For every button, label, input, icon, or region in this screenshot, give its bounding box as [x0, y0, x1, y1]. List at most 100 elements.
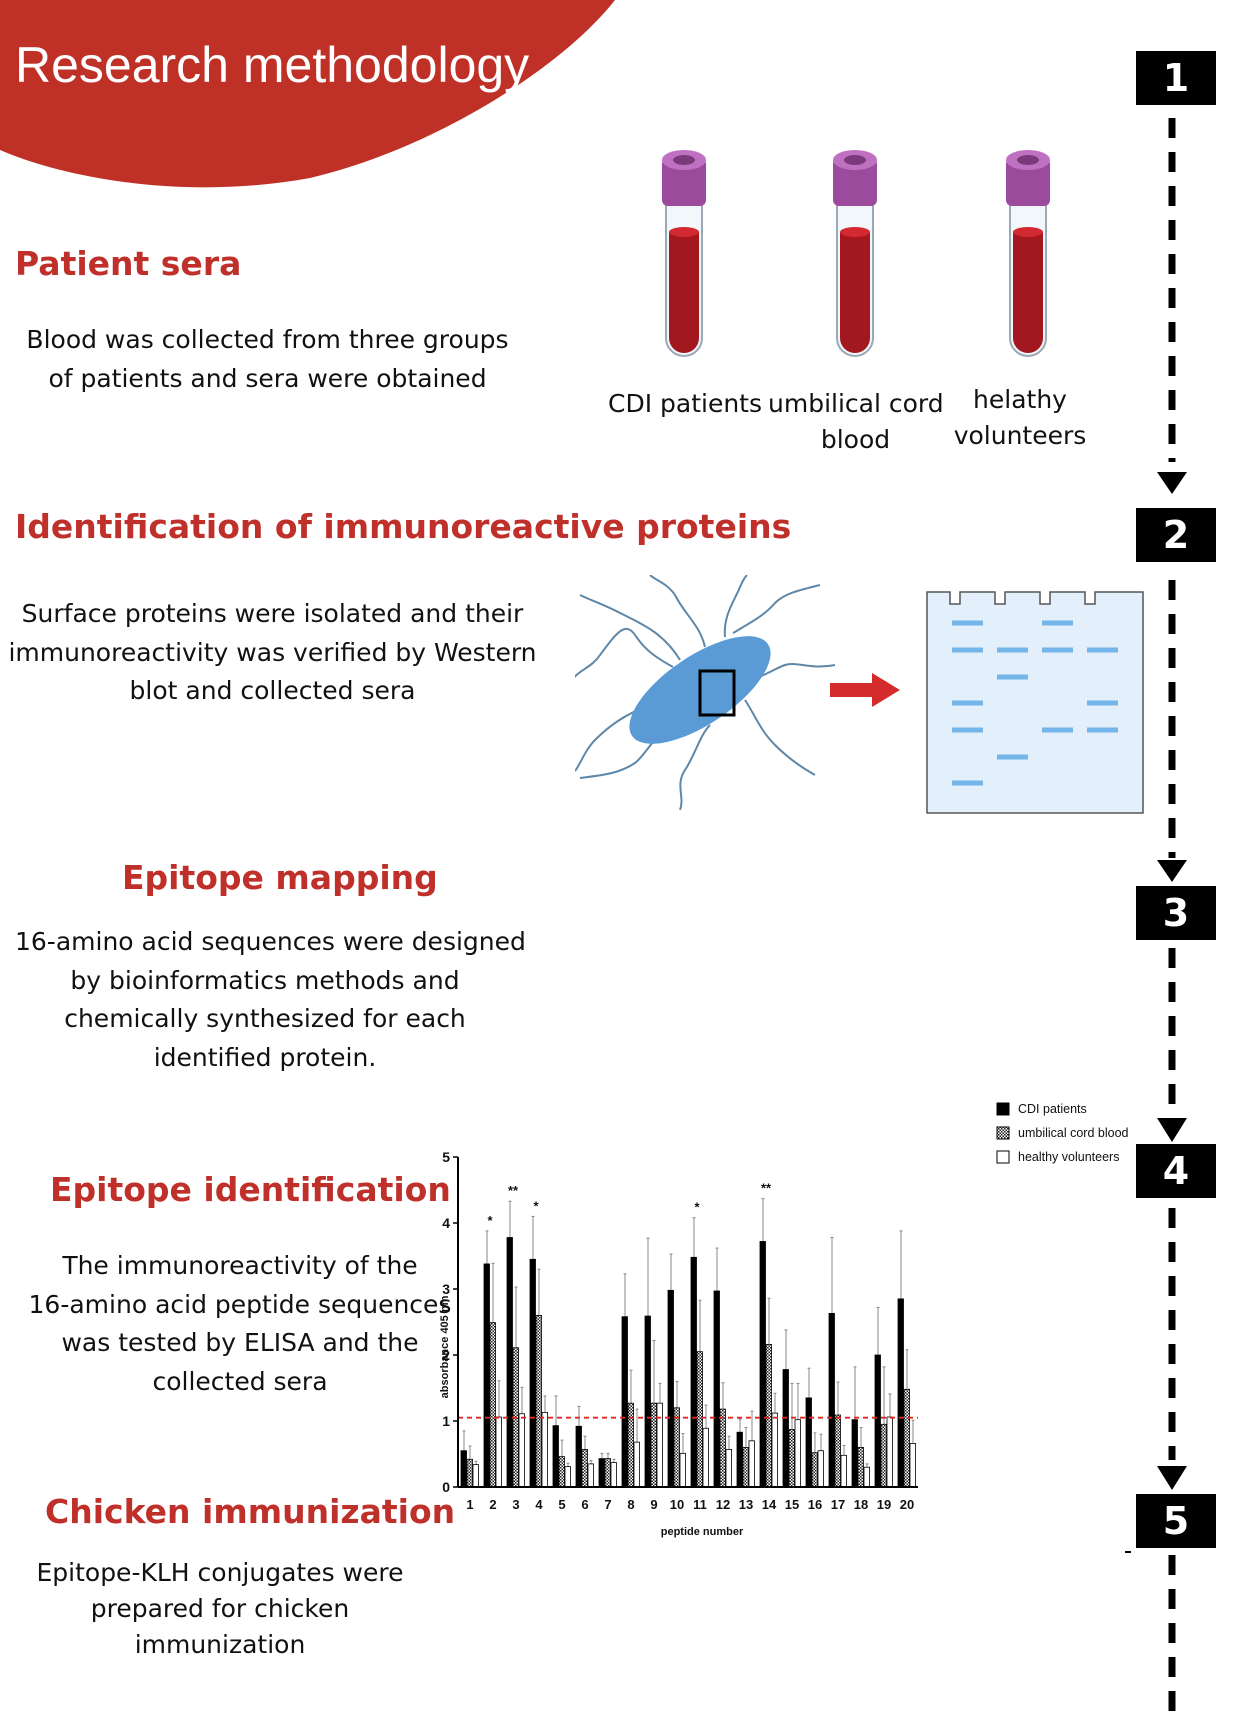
bar-hatched-4 [535, 1314, 542, 1488]
bar-black-20 [897, 1298, 904, 1488]
bar-white-17 [840, 1454, 847, 1488]
bar-black-11 [690, 1256, 697, 1488]
bar-white-19 [886, 1416, 893, 1488]
bar-black-14 [759, 1241, 766, 1488]
x-tick-label: 10 [670, 1497, 684, 1512]
bar-white-9 [656, 1402, 663, 1488]
x-tick-label: 15 [785, 1497, 799, 1512]
bar-hatched-14 [765, 1344, 772, 1488]
y-axis-label: absorbance 405 nm [440, 1295, 451, 1398]
page-title: Research methodology [15, 37, 530, 93]
x-tick-label: 20 [900, 1497, 914, 1512]
blood-tube-3-icon [1006, 150, 1050, 357]
bar-black-2 [483, 1263, 490, 1488]
bar-white-16 [817, 1450, 824, 1488]
x-tick-label: 6 [581, 1497, 588, 1512]
tube-label-umbilical: umbilical cord blood [768, 389, 944, 454]
legend-swatch-white [996, 1150, 1010, 1164]
significance-mark: ** [508, 1183, 519, 1198]
bar-white-18 [863, 1466, 870, 1488]
header-background [0, 0, 615, 188]
legend-label: umbilical cord blood [1018, 1126, 1129, 1140]
bar-black-8 [621, 1316, 628, 1488]
x-tick-label: 18 [854, 1497, 868, 1512]
timeline [1125, 118, 1187, 1720]
x-tick-label: 17 [831, 1497, 845, 1512]
western-blot-gel [926, 591, 1144, 814]
x-tick-label: 14 [762, 1497, 777, 1512]
step-4-badge: 4 [1136, 1144, 1216, 1198]
step-5-badge: 5 [1136, 1494, 1216, 1548]
bar-hatched-12 [719, 1408, 726, 1488]
bar-white-12 [725, 1448, 732, 1488]
bar-black-17 [828, 1313, 835, 1488]
x-tick-label: 1 [466, 1497, 473, 1512]
x-tick-label: 13 [739, 1497, 753, 1512]
bar-hatched-16 [811, 1452, 818, 1488]
bar-hatched-9 [650, 1402, 657, 1488]
bar-hatched-7 [604, 1458, 611, 1488]
x-tick-label: 8 [627, 1497, 634, 1512]
y-tick-label: 4 [442, 1215, 450, 1231]
blood-tube-1-icon [662, 150, 706, 357]
epitope-mapping-text: 16-amino acid sequences were designed by… [15, 927, 526, 1072]
bar-black-10 [667, 1289, 674, 1488]
significance-mark: ** [761, 1181, 772, 1196]
x-tick-label: 4 [535, 1497, 543, 1512]
timeline-arrow-4 [1157, 1466, 1187, 1490]
bar-hatched-19 [880, 1423, 887, 1488]
bar-white-3 [518, 1413, 525, 1488]
bar-white-15 [794, 1419, 801, 1488]
identification-title: Identification of immunoreactive protein… [15, 507, 792, 546]
bar-black-19 [874, 1354, 881, 1488]
timeline-arrow-1 [1157, 472, 1187, 494]
x-tick-label: 12 [716, 1497, 730, 1512]
bar-black-5 [552, 1425, 559, 1488]
y-tick-label: 3 [442, 1281, 450, 1297]
bar-white-1 [472, 1464, 479, 1488]
bar-black-9 [644, 1315, 651, 1488]
legend-label: healthy volunteers [1018, 1150, 1119, 1164]
x-tick-label: 2 [489, 1497, 496, 1512]
legend-label: CDI patients [1018, 1102, 1087, 1116]
x-tick-label: 9 [650, 1497, 657, 1512]
legend-swatch-hatched [996, 1126, 1010, 1140]
bar-black-16 [805, 1397, 812, 1488]
significance-mark: * [694, 1200, 700, 1215]
x-tick-label: 7 [604, 1497, 611, 1512]
legend-swatch-black [996, 1102, 1010, 1116]
epitope-mapping-title: Epitope mapping [122, 858, 438, 897]
bar-hatched-13 [742, 1446, 749, 1488]
x-tick-label: 5 [558, 1497, 565, 1512]
bar-white-7 [610, 1462, 617, 1488]
tube-label-healthy: helathy volunteers [953, 385, 1087, 450]
x-axis-label: peptide number [661, 1526, 744, 1538]
chicken-immunization-title: Chicken immunization [45, 1492, 456, 1531]
bar-hatched-2 [489, 1322, 496, 1488]
bar-white-11 [702, 1427, 709, 1488]
bar-hatched-17 [834, 1414, 841, 1488]
chicken-immunization-text: Epitope-KLH conjugates were prepared for… [36, 1558, 404, 1659]
x-tick-label: 11 [693, 1497, 707, 1512]
bar-black-15 [782, 1369, 789, 1488]
bar-black-6 [575, 1425, 582, 1488]
identification-text: Surface proteins were isolated and their… [8, 599, 537, 705]
epitope-identification-title: Epitope identification [50, 1170, 451, 1209]
y-tick-label: 0 [442, 1479, 450, 1495]
timeline-arrow-3 [1157, 1118, 1187, 1142]
bar-white-5 [564, 1466, 571, 1488]
patient-sera-text: Blood was collected from three groups of… [26, 325, 509, 393]
bar-black-7 [598, 1458, 605, 1488]
bar-black-1 [460, 1450, 467, 1488]
bar-white-4 [541, 1412, 548, 1488]
y-tick-label: 5 [442, 1149, 450, 1165]
step-3-badge: 3 [1136, 886, 1216, 940]
bar-black-12 [713, 1290, 720, 1488]
tube-label-cdi: CDI patients [607, 389, 763, 418]
bar-black-4 [529, 1258, 536, 1488]
bar-hatched-5 [558, 1456, 565, 1488]
bar-hatched-8 [627, 1402, 634, 1488]
x-tick-label: 3 [512, 1497, 519, 1512]
step-1-badge: 1 [1136, 51, 1216, 105]
